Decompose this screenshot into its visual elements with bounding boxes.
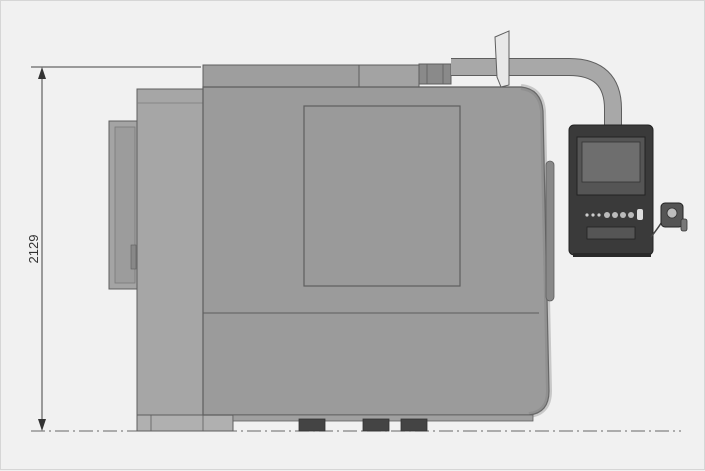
- top-cover: [202, 63, 452, 88]
- panel-button-4: [628, 212, 634, 218]
- panel-led-1: [585, 213, 589, 217]
- leveling-foot-3: [400, 418, 428, 432]
- side-door-inner: [114, 126, 136, 284]
- control-keypad: [586, 226, 636, 240]
- panel-key-switch: [637, 209, 643, 220]
- cable-connector: [418, 63, 452, 85]
- base-foot-left-inner: [150, 414, 204, 432]
- dimension-arrow-top: [38, 67, 46, 79]
- left-side-panel: [108, 120, 140, 290]
- panel-button-2: [612, 212, 618, 218]
- panel-led-3: [597, 213, 601, 217]
- roof-cover-left: [202, 64, 360, 88]
- main-enclosure: [202, 84, 555, 418]
- side-door-handle: [130, 244, 137, 270]
- leveling-foot-2: [362, 418, 390, 432]
- control-panel: [568, 124, 654, 257]
- panel-button-3: [620, 212, 626, 218]
- warning-lamp-flag: [494, 30, 510, 88]
- panel-led-2: [591, 213, 595, 217]
- pendant-grip: [680, 218, 688, 232]
- column-body: [136, 88, 204, 416]
- arm-tube: [451, 59, 621, 125]
- control-panel-base: [573, 253, 651, 257]
- control-screen: [581, 141, 641, 183]
- handwheel-pendant: [650, 202, 688, 238]
- machine-base: [232, 414, 534, 432]
- pendant-handwheel: [666, 207, 678, 219]
- right-side-cover: [545, 160, 555, 302]
- height-dimension-label: 2129: [26, 235, 41, 264]
- control-buttons-row: [585, 209, 643, 220]
- panel-support-arm: [451, 30, 622, 125]
- leveling-foot-1: [298, 418, 326, 432]
- roof-cover-right: [358, 64, 420, 88]
- panel-button-1: [604, 212, 610, 218]
- viewing-window: [303, 105, 461, 287]
- dimension-arrow-bottom: [38, 419, 46, 431]
